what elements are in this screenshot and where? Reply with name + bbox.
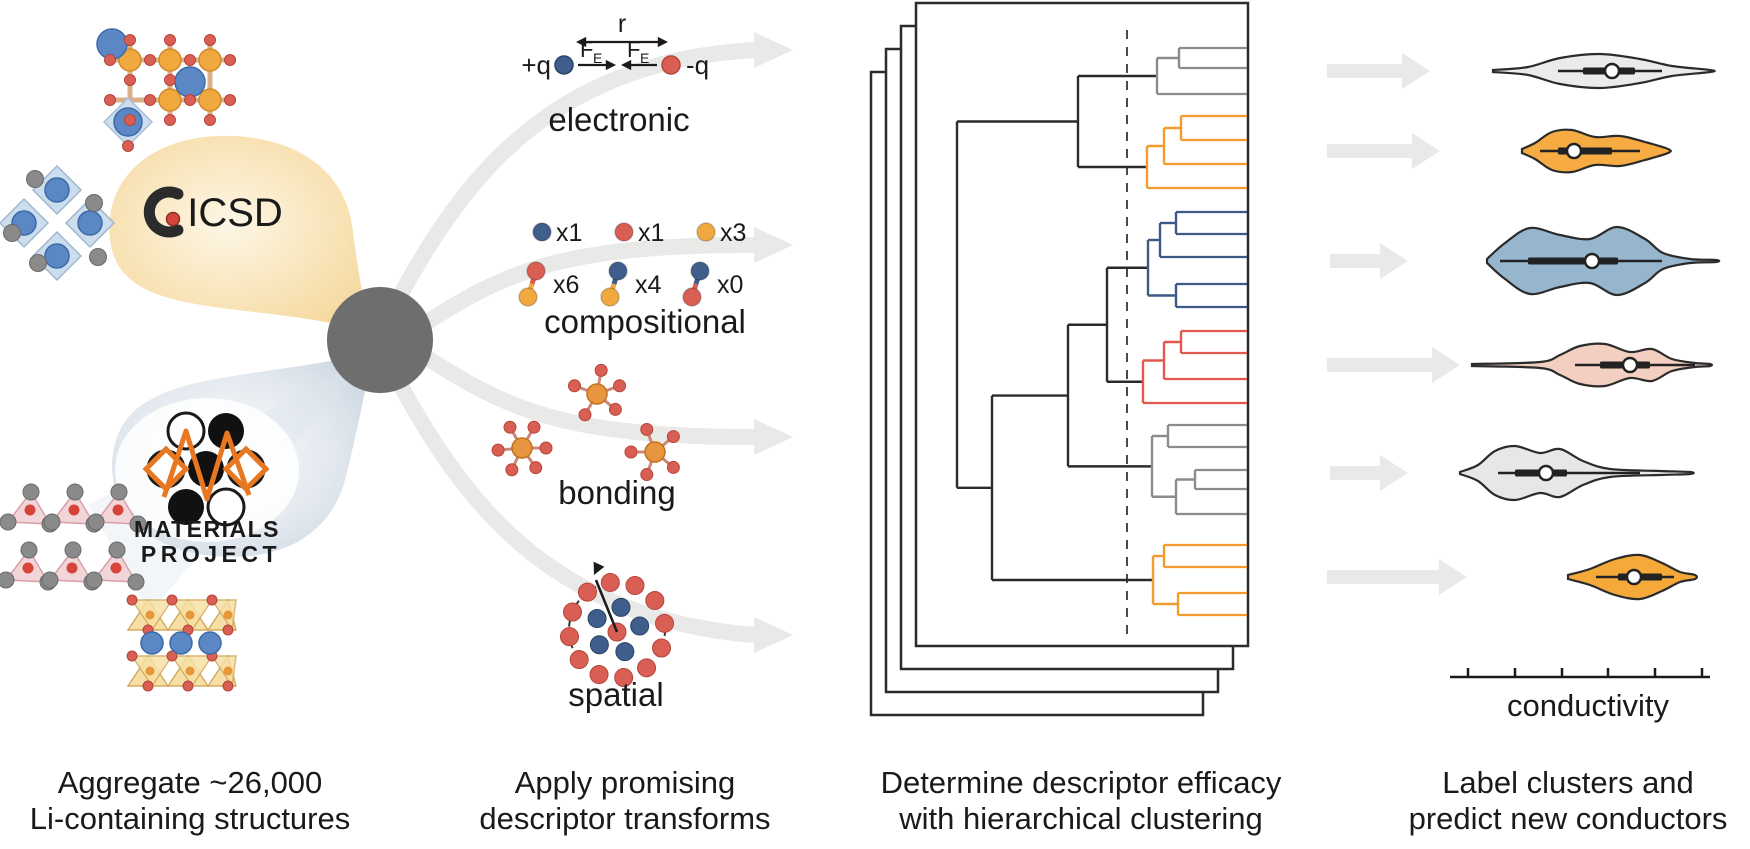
violin-0: [1491, 52, 1716, 90]
crystal-structures: [0, 28, 237, 692]
comp-count-2: x1: [638, 219, 664, 247]
bonding-descriptor-icon: [491, 363, 680, 482]
spatial-descriptor-icon: [559, 561, 675, 688]
dendrogram-cluster-1: [1145, 114, 1247, 190]
conductivity-axis: [1450, 668, 1710, 679]
electronic-descriptor-icon: [554, 36, 681, 75]
descriptor-curves: [388, 32, 793, 653]
caption-4-line-1: Label clusters and: [1442, 765, 1694, 800]
dendrogram: [869, 1, 1250, 717]
caption-3-line-1: Determine descriptor efficacy: [881, 765, 1282, 800]
force-sub-2: E: [640, 50, 649, 66]
icsd-logo-icon: [143, 186, 184, 238]
caption-1-line-2: Li-containing structures: [30, 801, 351, 836]
caption-2-line-1: Apply promising: [515, 765, 736, 800]
violin-3: [1470, 342, 1713, 388]
dendrogram-linkage: [955, 74, 1157, 582]
hub-node: [327, 287, 433, 393]
icsd-c-arc-icon: [143, 186, 184, 238]
spatial-label: spatial: [568, 676, 663, 713]
dendrogram-cluster-3: [1141, 329, 1247, 405]
crystal-structure-1: [96, 28, 236, 152]
axis-label-conductivity: conductivity: [1507, 688, 1669, 723]
comp-count-6: x0: [717, 271, 743, 299]
mp-zigzag-icon: [161, 428, 252, 502]
flow-arrows: [1327, 53, 1467, 595]
crystal-structure-4: [126, 594, 237, 692]
caption-2-line-2: descriptor transforms: [479, 801, 770, 836]
dendrogram-cluster-2: [1146, 210, 1247, 309]
violin-plots: [1458, 52, 1721, 601]
violin-1: [1520, 128, 1672, 174]
r-distance-label: r: [618, 10, 626, 38]
minus-charge-label: -q: [686, 50, 709, 80]
force-label-2: F: [627, 37, 640, 62]
violin-2: [1485, 225, 1721, 297]
compositional-descriptor-icon: [518, 222, 716, 307]
crystal-structure-2: [0, 164, 116, 282]
bonding-label: bonding: [558, 474, 675, 511]
flow-arrow-1: [1327, 133, 1440, 169]
flow-arrow-2: [1330, 243, 1408, 279]
violin-5: [1566, 553, 1698, 601]
plus-charge-label: +q: [521, 50, 551, 80]
dendrogram-cluster-0: [1155, 46, 1247, 96]
electronic-label: electronic: [548, 101, 689, 138]
force-label-1: F: [580, 37, 593, 62]
comp-count-5: x4: [635, 271, 662, 299]
icsd-funnel: [109, 135, 372, 332]
violin-4: [1458, 444, 1695, 502]
curve-3: [388, 373, 755, 643]
comp-count-4: x6: [553, 271, 579, 299]
flow-arrow-3: [1327, 347, 1460, 383]
flow-arrow-4: [1330, 455, 1408, 491]
mp-label-materials: MATERIALS: [134, 516, 280, 542]
icsd-label: ICSD: [187, 191, 283, 235]
compositional-label: compositional: [544, 303, 746, 340]
mp-label-project: PROJECT: [141, 541, 281, 567]
comp-count-1: x1: [556, 219, 582, 247]
flow-arrow-0: [1327, 53, 1430, 89]
caption-4-line-2: predict new conductors: [1409, 801, 1728, 836]
caption-3-line-2: with hierarchical clustering: [898, 801, 1263, 836]
dendrogram-cluster-4: [1150, 423, 1247, 516]
comp-count-3: x3: [720, 219, 746, 247]
caption-1-line-1: Aggregate ~26,000: [58, 765, 323, 800]
curve-2: [416, 347, 755, 445]
materials-project-logo-icon: [142, 411, 270, 527]
curve-1: [416, 237, 755, 333]
dendrogram-cluster-5: [1151, 543, 1247, 617]
force-sub-1: E: [593, 50, 602, 66]
crystal-structure-3: [0, 483, 147, 591]
flow-arrow-5: [1327, 559, 1467, 595]
